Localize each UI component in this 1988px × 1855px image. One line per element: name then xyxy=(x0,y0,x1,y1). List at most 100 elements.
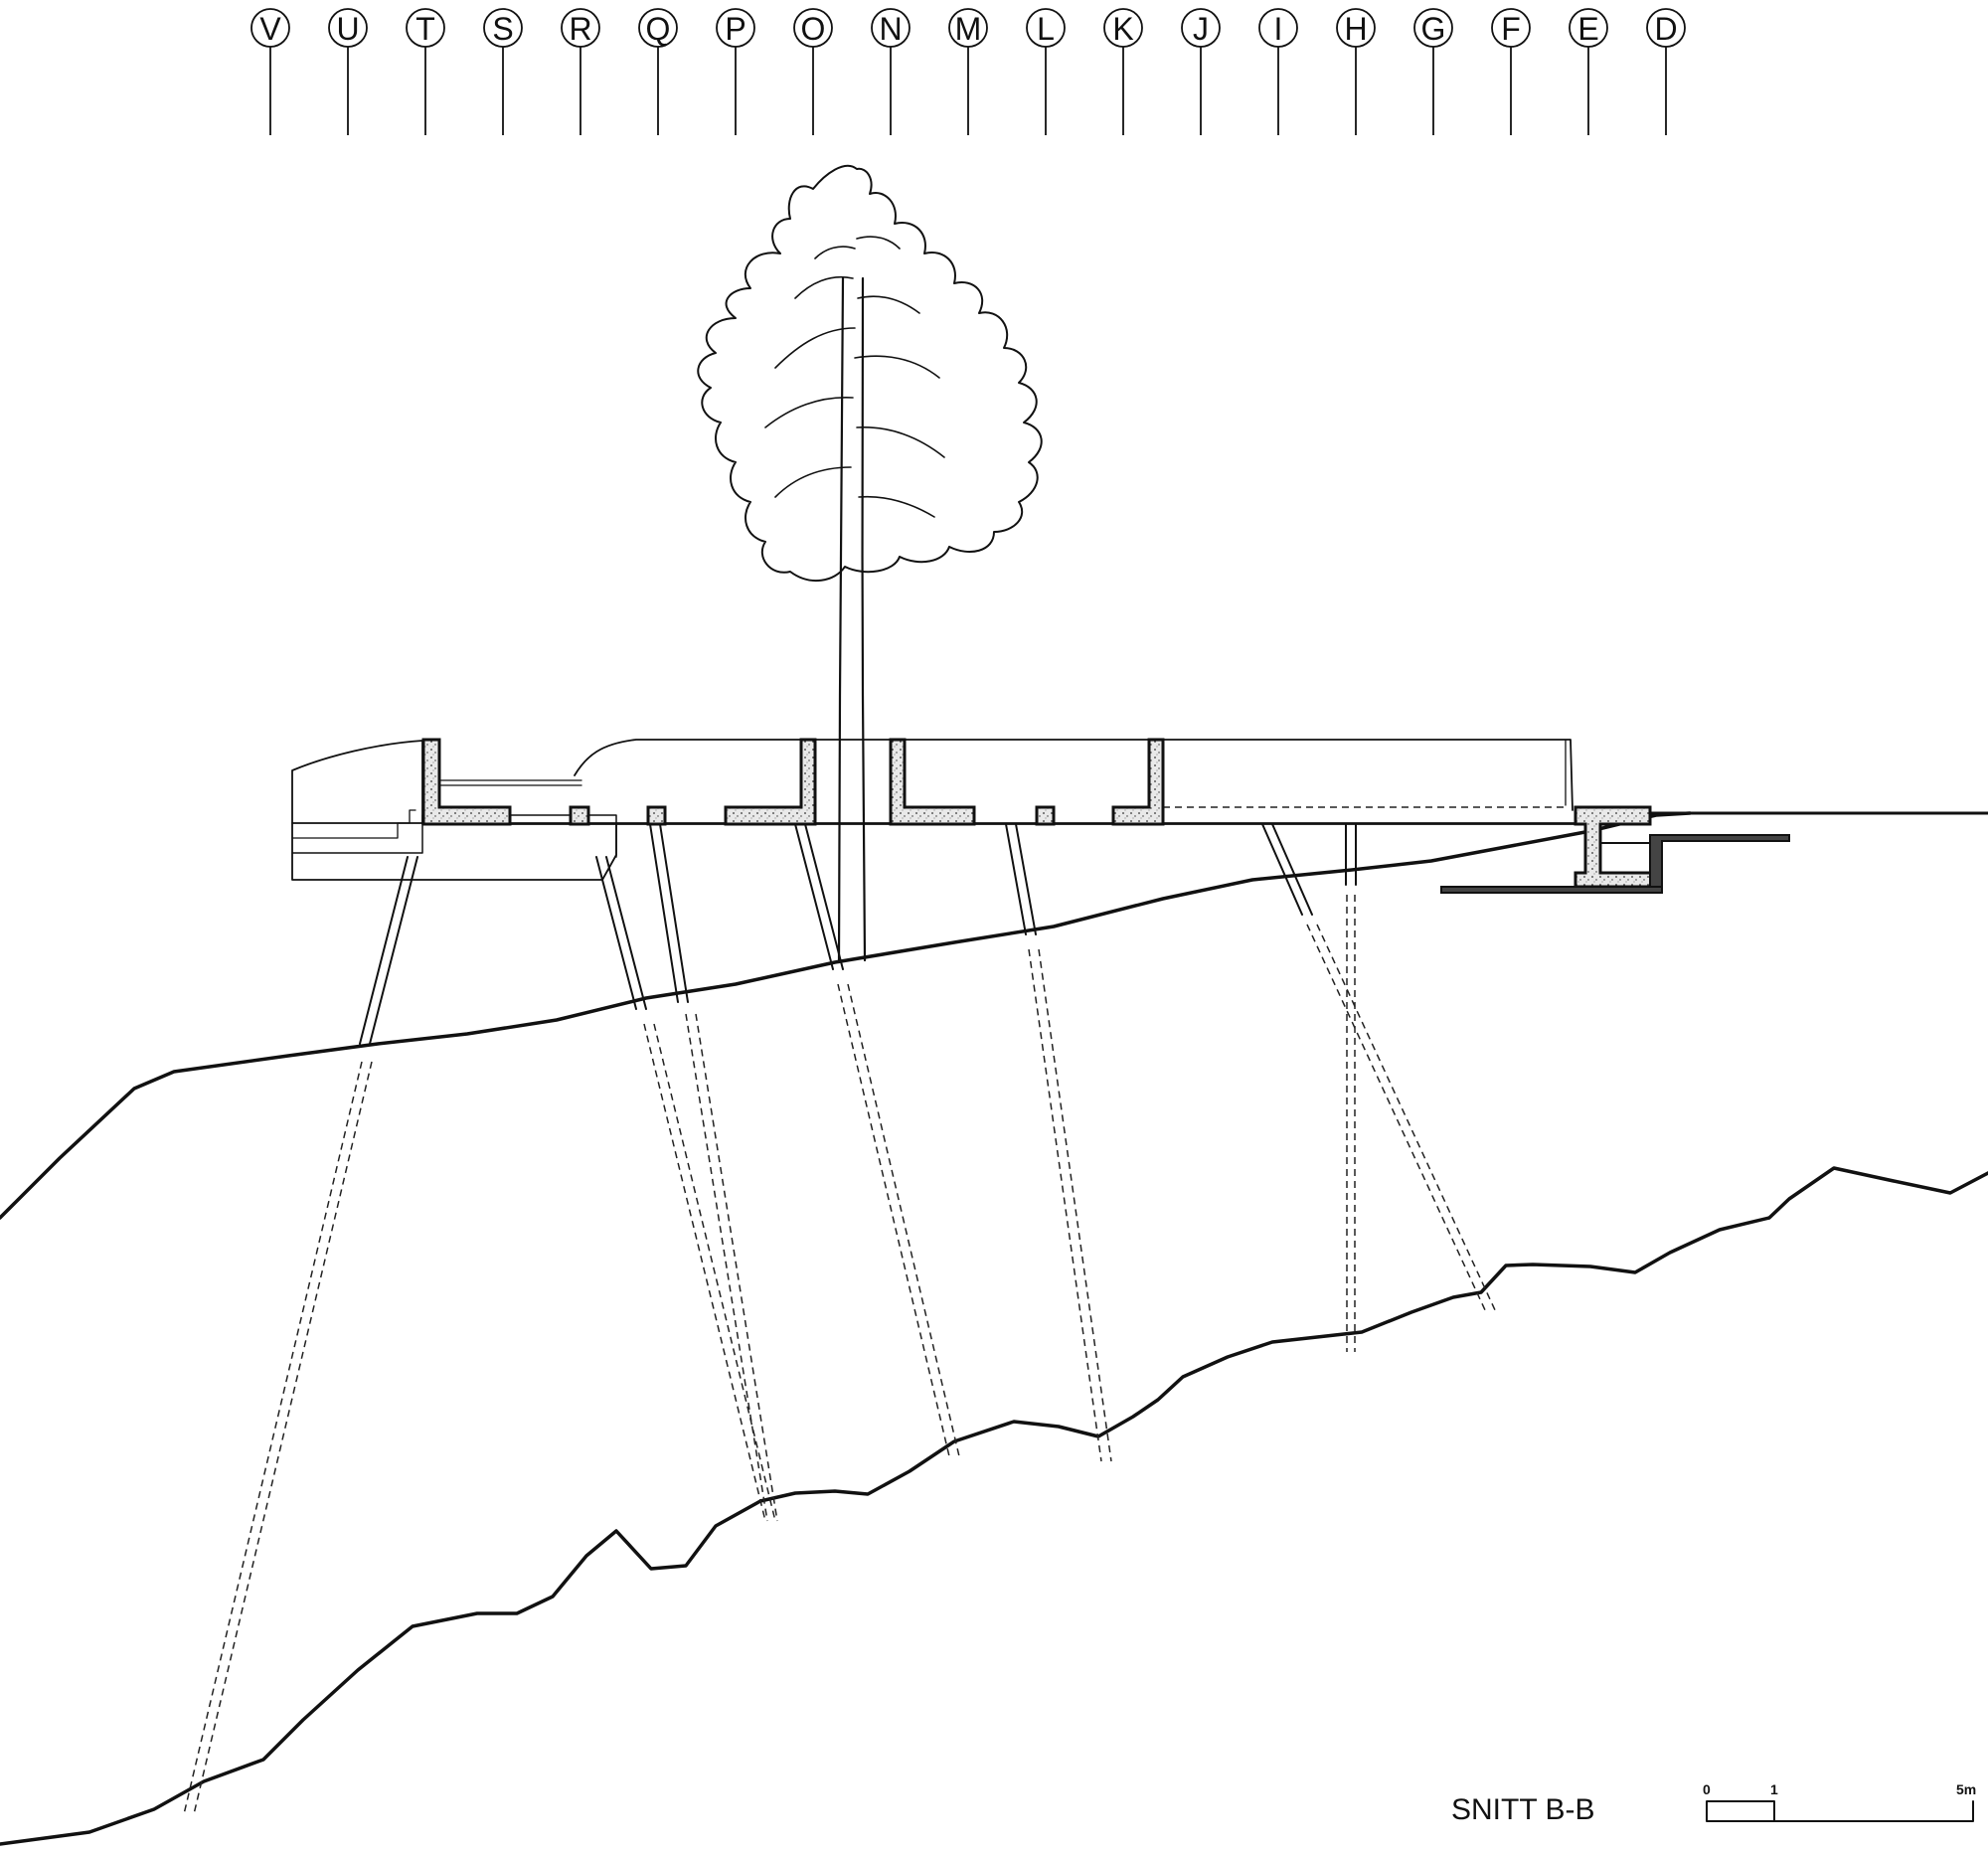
grid-axis-bubble xyxy=(406,8,445,48)
grid-axis-label: V xyxy=(259,11,281,47)
grid-axis-bubble xyxy=(1413,8,1453,48)
grid-axis-label: T xyxy=(415,11,435,47)
roof-line xyxy=(574,739,1574,811)
left-wing-outline xyxy=(291,740,423,824)
grid-axis-label: K xyxy=(1112,11,1133,47)
grid-axis-t: T xyxy=(406,8,445,135)
grid-axis-label: H xyxy=(1344,11,1367,47)
grid-axis-g: G xyxy=(1413,8,1453,135)
concrete-beam-3 xyxy=(1035,805,1056,826)
pile-4 xyxy=(837,983,950,1457)
grid-axis-h: H xyxy=(1336,8,1376,135)
building-section xyxy=(291,738,1988,894)
grid-axis-bubble xyxy=(250,8,290,48)
scale-label-0: 0 xyxy=(1703,1781,1711,1797)
column-4 xyxy=(794,823,834,970)
column-6b xyxy=(1271,823,1313,916)
grid-axis-label: N xyxy=(879,11,902,47)
column-5b xyxy=(1015,823,1037,935)
tree-trunk xyxy=(837,276,867,964)
grid-axis-q: Q xyxy=(638,8,678,135)
grid-axis-k: K xyxy=(1103,8,1143,135)
column-4b xyxy=(804,823,844,970)
grid-axis-label: P xyxy=(725,11,746,47)
grid-axis-bubble xyxy=(561,8,600,48)
grid-axis-label: O xyxy=(801,11,826,47)
entry-foundation xyxy=(1574,805,1662,889)
pile-5b xyxy=(1038,948,1112,1462)
retaining-step-upper xyxy=(1649,834,1790,894)
drawing-title: SNITT B-B xyxy=(1451,1793,1594,1826)
grid-axis-label: D xyxy=(1654,11,1677,47)
grid-axis-e: E xyxy=(1569,8,1608,135)
column-2b xyxy=(605,856,647,1010)
columns-and-piles xyxy=(183,823,1497,1815)
grid-axis-label: R xyxy=(569,11,591,47)
grid-axis-label: G xyxy=(1421,11,1446,47)
column-5 xyxy=(1005,823,1027,935)
pile-3 xyxy=(685,1013,768,1522)
grid-axis-i: I xyxy=(1258,8,1298,135)
entry-step xyxy=(1600,842,1651,873)
column-3b xyxy=(659,823,689,1003)
scale-bar-line xyxy=(1706,1800,1974,1822)
ground-surface-line xyxy=(0,811,1692,1220)
concrete-wall-center-left xyxy=(724,738,817,826)
grid-axis-bubble xyxy=(716,8,755,48)
grid-axis-bubble xyxy=(1491,8,1531,48)
grid-axis-bubble xyxy=(1026,8,1066,48)
grid-axis-label: U xyxy=(336,11,359,47)
concrete-wall-left xyxy=(421,738,512,826)
grid-axis-label: E xyxy=(1577,11,1598,47)
grid-axis-f: F xyxy=(1491,8,1531,135)
grid-axis-label: F xyxy=(1501,11,1521,47)
grid-axis-bubble xyxy=(1181,8,1221,48)
column-2 xyxy=(595,856,637,1010)
grid-axis-u: U xyxy=(328,8,368,135)
grid-axis-bubble xyxy=(1336,8,1376,48)
grid-axis-bubble xyxy=(948,8,988,48)
pile-5 xyxy=(1028,948,1102,1462)
grid-axis-bubble xyxy=(871,8,911,48)
grid-axis-label: J xyxy=(1193,11,1209,47)
grid-axis-o: O xyxy=(793,8,833,135)
column-1b xyxy=(369,856,418,1045)
grid-axis-label: I xyxy=(1274,11,1283,47)
grid-axis-l: L xyxy=(1026,8,1066,135)
grid-axis-s: S xyxy=(483,8,523,135)
pile-1b xyxy=(193,1061,373,1815)
tree-canopy xyxy=(697,164,1043,583)
grid-axis-label: L xyxy=(1037,11,1055,47)
pile-2 xyxy=(643,1023,766,1522)
retaining-step-lower xyxy=(1440,886,1663,894)
grid-axis-bubble xyxy=(1103,8,1143,48)
grid-axis-bubble xyxy=(328,8,368,48)
grid-axis-v: V xyxy=(250,8,290,135)
terrain xyxy=(0,811,1988,1846)
concrete-beam-1 xyxy=(569,805,590,826)
scale-bar: 0 1 5m xyxy=(1703,1781,1976,1822)
column-3 xyxy=(649,823,679,1003)
bedrock-line xyxy=(0,1166,1988,1846)
grid-axis-label: S xyxy=(492,11,513,47)
grid-axis-bubble xyxy=(1258,8,1298,48)
grid-axis-bubble xyxy=(483,8,523,48)
grid-axis-label: M xyxy=(955,11,982,47)
grid-axis-n: N xyxy=(871,8,911,135)
grid-axis-bubble xyxy=(1646,8,1686,48)
scale-label-5m: 5m xyxy=(1956,1781,1976,1797)
pile-6 xyxy=(1306,924,1487,1313)
scale-label-1: 1 xyxy=(1770,1781,1778,1797)
grid-axis-bubble xyxy=(1569,8,1608,48)
pile-6b xyxy=(1316,924,1497,1313)
grid-axis-d: D xyxy=(1646,8,1686,135)
concrete-beam-2 xyxy=(646,805,667,826)
concrete-wall-right xyxy=(1111,738,1165,826)
grid-axis-bubble xyxy=(638,8,678,48)
pile-4b xyxy=(847,983,960,1457)
grid-axis-j: J xyxy=(1181,8,1221,135)
grid-axis-m: M xyxy=(948,8,988,135)
concrete-wall-center-right xyxy=(889,738,976,826)
